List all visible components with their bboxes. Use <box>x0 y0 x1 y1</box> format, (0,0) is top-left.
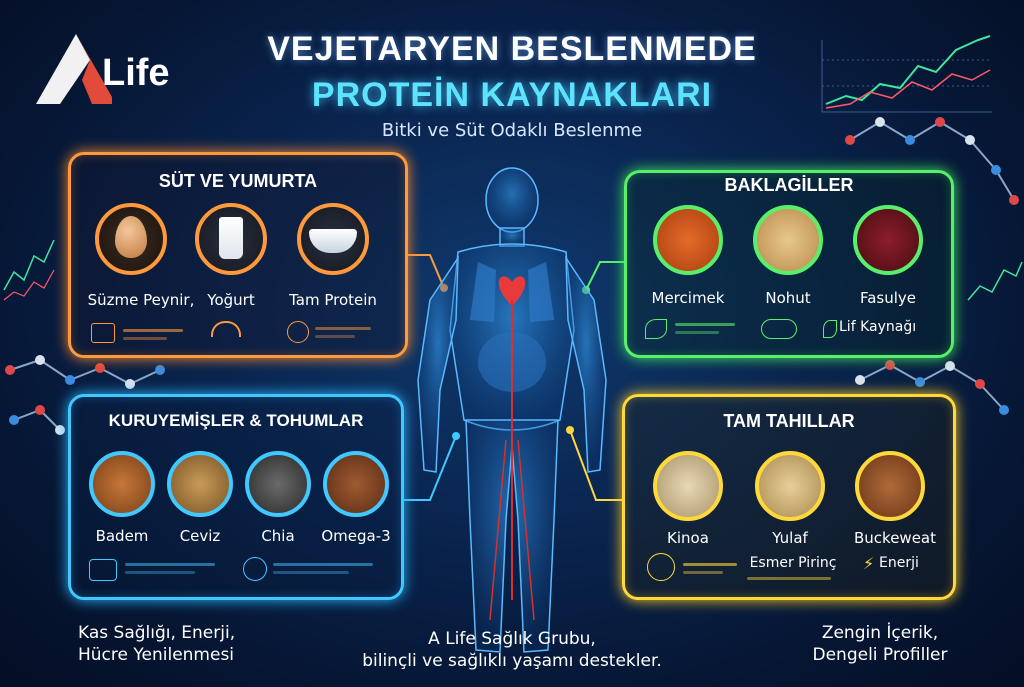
brown-rice-label: Esmer Pirinç <box>749 555 837 571</box>
item-label: Yulaf <box>772 529 808 547</box>
walnut-icon <box>167 451 233 517</box>
egg-icon <box>95 203 167 275</box>
drop-icon <box>243 557 267 581</box>
energy-label: Enerji <box>879 555 919 571</box>
item-label: Chia <box>261 527 295 545</box>
yogurt-bowl-icon <box>297 203 369 275</box>
digestion-icon <box>761 319 797 339</box>
gauge-icon <box>211 321 241 337</box>
chia-seeds-icon <box>245 451 311 517</box>
leaf-icon <box>645 319 667 339</box>
panel-title: BAKLAGİLLER <box>724 175 854 195</box>
item-label: Nohut <box>765 289 811 307</box>
leaf-small-icon <box>823 320 837 338</box>
molecule-small-icon <box>287 321 309 343</box>
panel-title: TAM TAHILLAR <box>723 411 855 431</box>
panel-legumes: BAKLAGİLLER Mercimek Nohut Fasulye Lif K… <box>624 170 954 358</box>
panel-title: KURUYEMİŞLER & TOHUMLAR <box>108 411 364 430</box>
quinoa-icon <box>653 451 723 521</box>
life-logo-icon <box>36 34 112 104</box>
flax-seeds-icon <box>323 451 389 517</box>
page-subtitle: Bitki ve Süt Odaklı Beslenme <box>381 120 643 141</box>
item-label: Kinoa <box>667 529 709 547</box>
decorative-chart-icon <box>821 40 992 113</box>
item-label: Yoğurt <box>207 291 255 309</box>
footer-right: Zengin İçerik, Dengeli Profiller <box>780 622 980 666</box>
item-label: Ceviz <box>179 527 221 545</box>
bean-icon <box>853 205 923 275</box>
footer-center: A Life Sağlık Grubu, bilinçli ve sağlıkl… <box>330 628 694 672</box>
item-label: Süzme Peynir, <box>87 291 195 309</box>
panel-nuts-seeds: KURUYEMİŞLER & TOHUMLAR Badem Ceviz Chia… <box>68 394 404 600</box>
oats-icon <box>755 451 825 521</box>
scale-icon <box>91 323 115 343</box>
buckwheat-icon <box>855 451 925 521</box>
brand-name: Life <box>102 52 170 94</box>
fiber-source-label: Lif Kaynağı <box>839 319 917 335</box>
item-label: Badem <box>95 527 149 545</box>
footer-right-line2: Dengeli Profiller <box>812 645 948 665</box>
lightning-icon: ⚡ <box>863 554 875 573</box>
yogurt-glass-icon <box>195 203 267 275</box>
organs-illustration <box>470 262 554 621</box>
footer-left: Kas Sağlığı, Enerji, Hücre Yenilenmesi <box>78 622 235 666</box>
lentil-icon <box>653 205 723 275</box>
footer-left-line2: Hücre Yenilenmesi <box>78 645 235 665</box>
item-label: Omega-3 <box>321 527 391 545</box>
footer-left-line1: Kas Sağlığı, Enerji, <box>78 623 236 643</box>
item-label: Tam Protein <box>289 291 377 309</box>
chickpea-icon <box>753 205 823 275</box>
brand-logo <box>32 32 202 112</box>
molecule-atoms-icon <box>5 117 1019 435</box>
footer-center-line1: A Life Sağlık Grubu, <box>428 629 596 649</box>
panel-title: SÜT VE YUMURTA <box>158 171 318 191</box>
item-label: Buckeweat <box>854 529 936 547</box>
wheat-icon <box>647 553 675 581</box>
almond-icon <box>89 451 155 517</box>
page-title-line1: VEJETARYEN BESLENMEDE <box>267 30 757 68</box>
page-title-line2: PROTEİN KAYNAKLARI <box>311 76 713 114</box>
footer-center-line2: bilinçli ve sağlıklı yaşamı destekler. <box>362 651 662 671</box>
footer-right-line1: Zengin İçerik, <box>821 623 939 643</box>
panel-dairy-eggs: SÜT VE YUMURTA Süzme Peynir, Yoğurt Tam … <box>68 152 408 358</box>
item-label: Fasulye <box>859 289 917 307</box>
muscle-icon <box>89 559 117 581</box>
item-label: Mercimek <box>651 289 725 307</box>
panel-whole-grains: TAM TAHILLAR Kinoa Yulaf Buckeweat Esmer… <box>622 394 956 600</box>
